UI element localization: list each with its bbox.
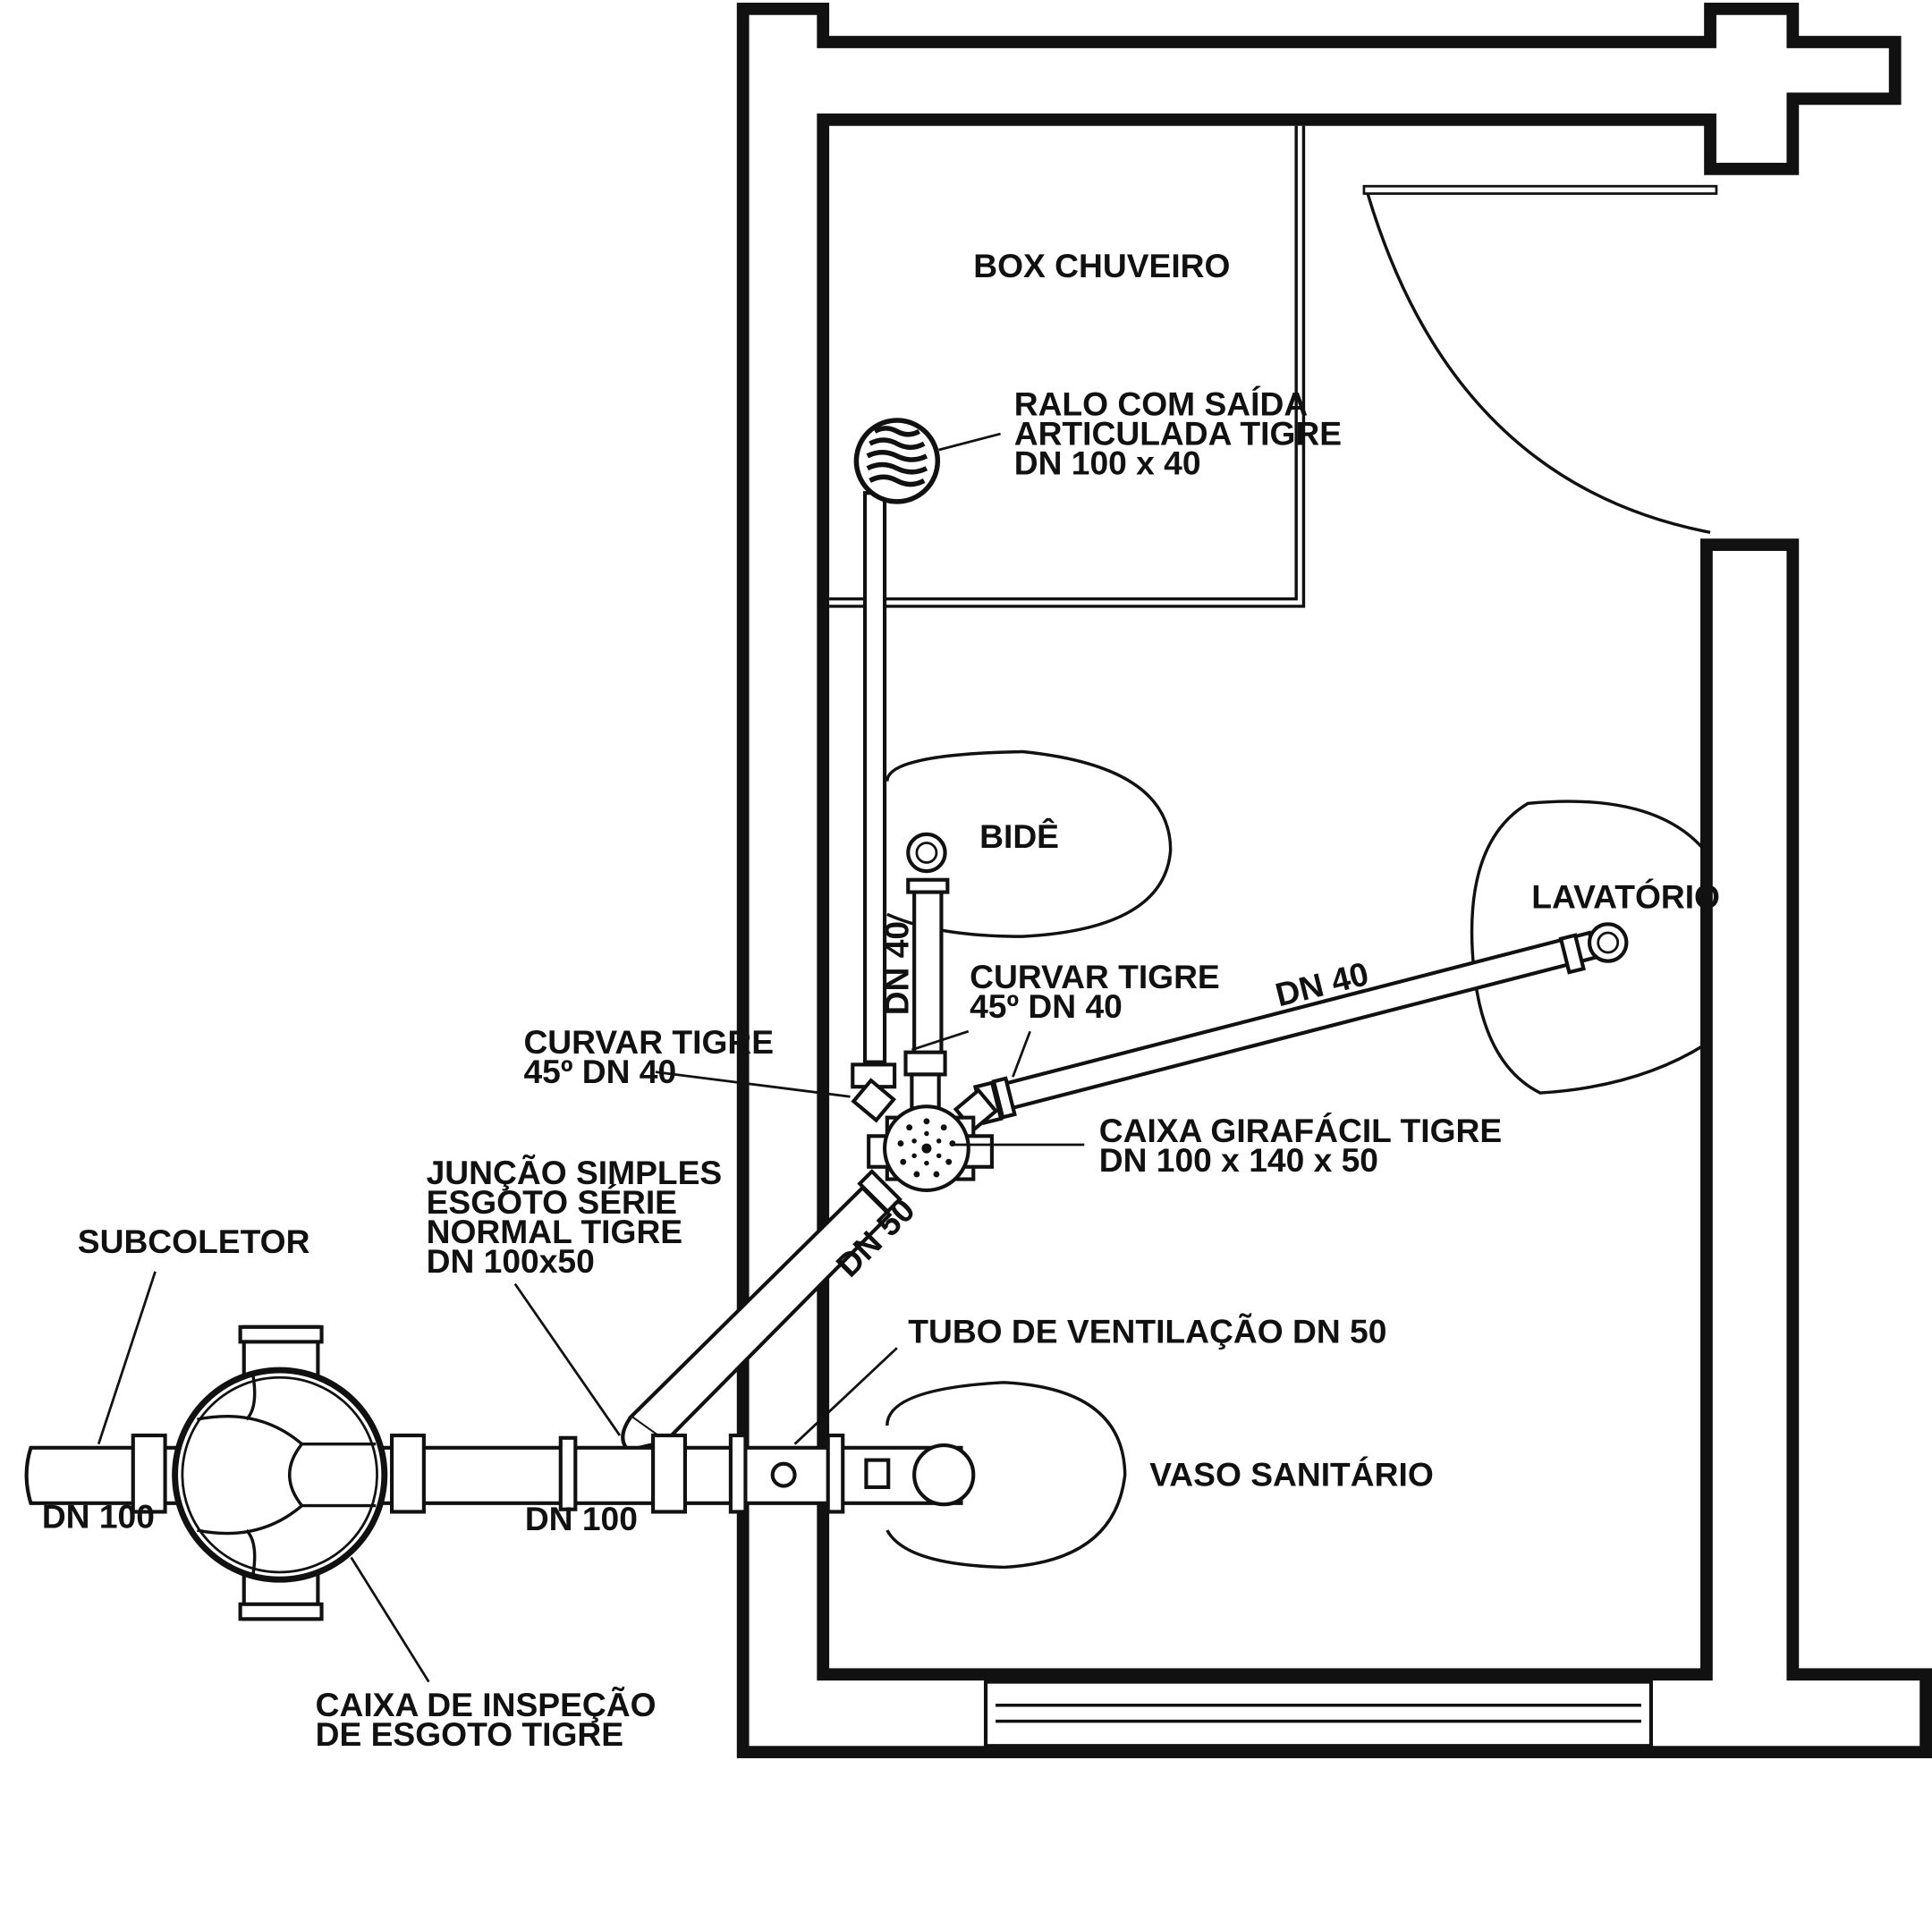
- ralo-pipe: [853, 418, 941, 1064]
- label-juncao-2: ESGOTO SÉRIE: [427, 1183, 677, 1221]
- outer-wall: [736, 2, 1932, 1758]
- label-caixa-inspecao-2: DE ESGOTO TIGRE: [316, 1715, 623, 1753]
- shower-box: [829, 125, 1306, 608]
- door: [1362, 184, 1718, 534]
- label-caixa-inspecao-1: CAIXA DE INSPEÇÃO: [316, 1686, 657, 1723]
- label-dn100-left: DN 100: [42, 1497, 155, 1535]
- main-dn100-pipe: [24, 1433, 976, 1514]
- window-sill: [983, 1680, 1653, 1748]
- label-curvar-left-1: CURVAR TIGRE: [523, 1023, 774, 1061]
- label-vaso-sanitario: VASO SANITÁRIO: [1149, 1456, 1433, 1494]
- vaso-outline: [886, 1381, 1127, 1570]
- label-juncao-1: JUNÇÃO SIMPLES: [427, 1154, 723, 1191]
- leader-lines: [97, 432, 1085, 1683]
- label-bide: BIDÊ: [979, 817, 1059, 855]
- lavatorio-outline: [1470, 800, 1708, 1095]
- label-subcoletor: SUBCOLETOR: [78, 1223, 310, 1260]
- caixa-girafacil: [867, 1104, 994, 1192]
- bide-outline: [886, 749, 1173, 938]
- label-ralo-1: RALO COM SAÍDA: [1014, 385, 1308, 422]
- label-box-chuveiro: BOX CHUVEIRO: [973, 247, 1230, 284]
- caixa-inspecao: [172, 1324, 388, 1621]
- label-juncao-4: DN 100x50: [427, 1242, 595, 1280]
- bide-pipe: [906, 832, 950, 1064]
- label-curvar-right-2: 45º DN 40: [970, 987, 1123, 1025]
- label-caixa-girafacil-2: DN 100 x 140 x 50: [1099, 1141, 1378, 1179]
- label-lavatorio: LAVATÓRIO: [1531, 877, 1720, 915]
- label-caixa-girafacil-1: CAIXA GIRAFÁCIL TIGRE: [1099, 1112, 1502, 1149]
- label-dn100-mid: DN 100: [525, 1500, 638, 1537]
- building-walls: [736, 2, 1932, 1758]
- label-ralo-3: DN 100 x 40: [1014, 444, 1201, 482]
- label-tubo-ventilacao: TUBO DE VENTILAÇÃO DN 50: [908, 1313, 1386, 1350]
- label-dn40-vertical: DN 40: [877, 921, 915, 1015]
- label-curvar-left-2: 45º DN 40: [523, 1053, 676, 1090]
- label-curvar-right-1: CURVAR TIGRE: [970, 958, 1220, 995]
- label-juncao-3: NORMAL TIGRE: [427, 1213, 682, 1250]
- label-ralo-2: ARTICULADA TIGRE: [1014, 414, 1342, 452]
- diagram-labels: BOX CHUVEIRO RALO COM SAÍDA ARTICULADA T…: [42, 247, 1720, 1753]
